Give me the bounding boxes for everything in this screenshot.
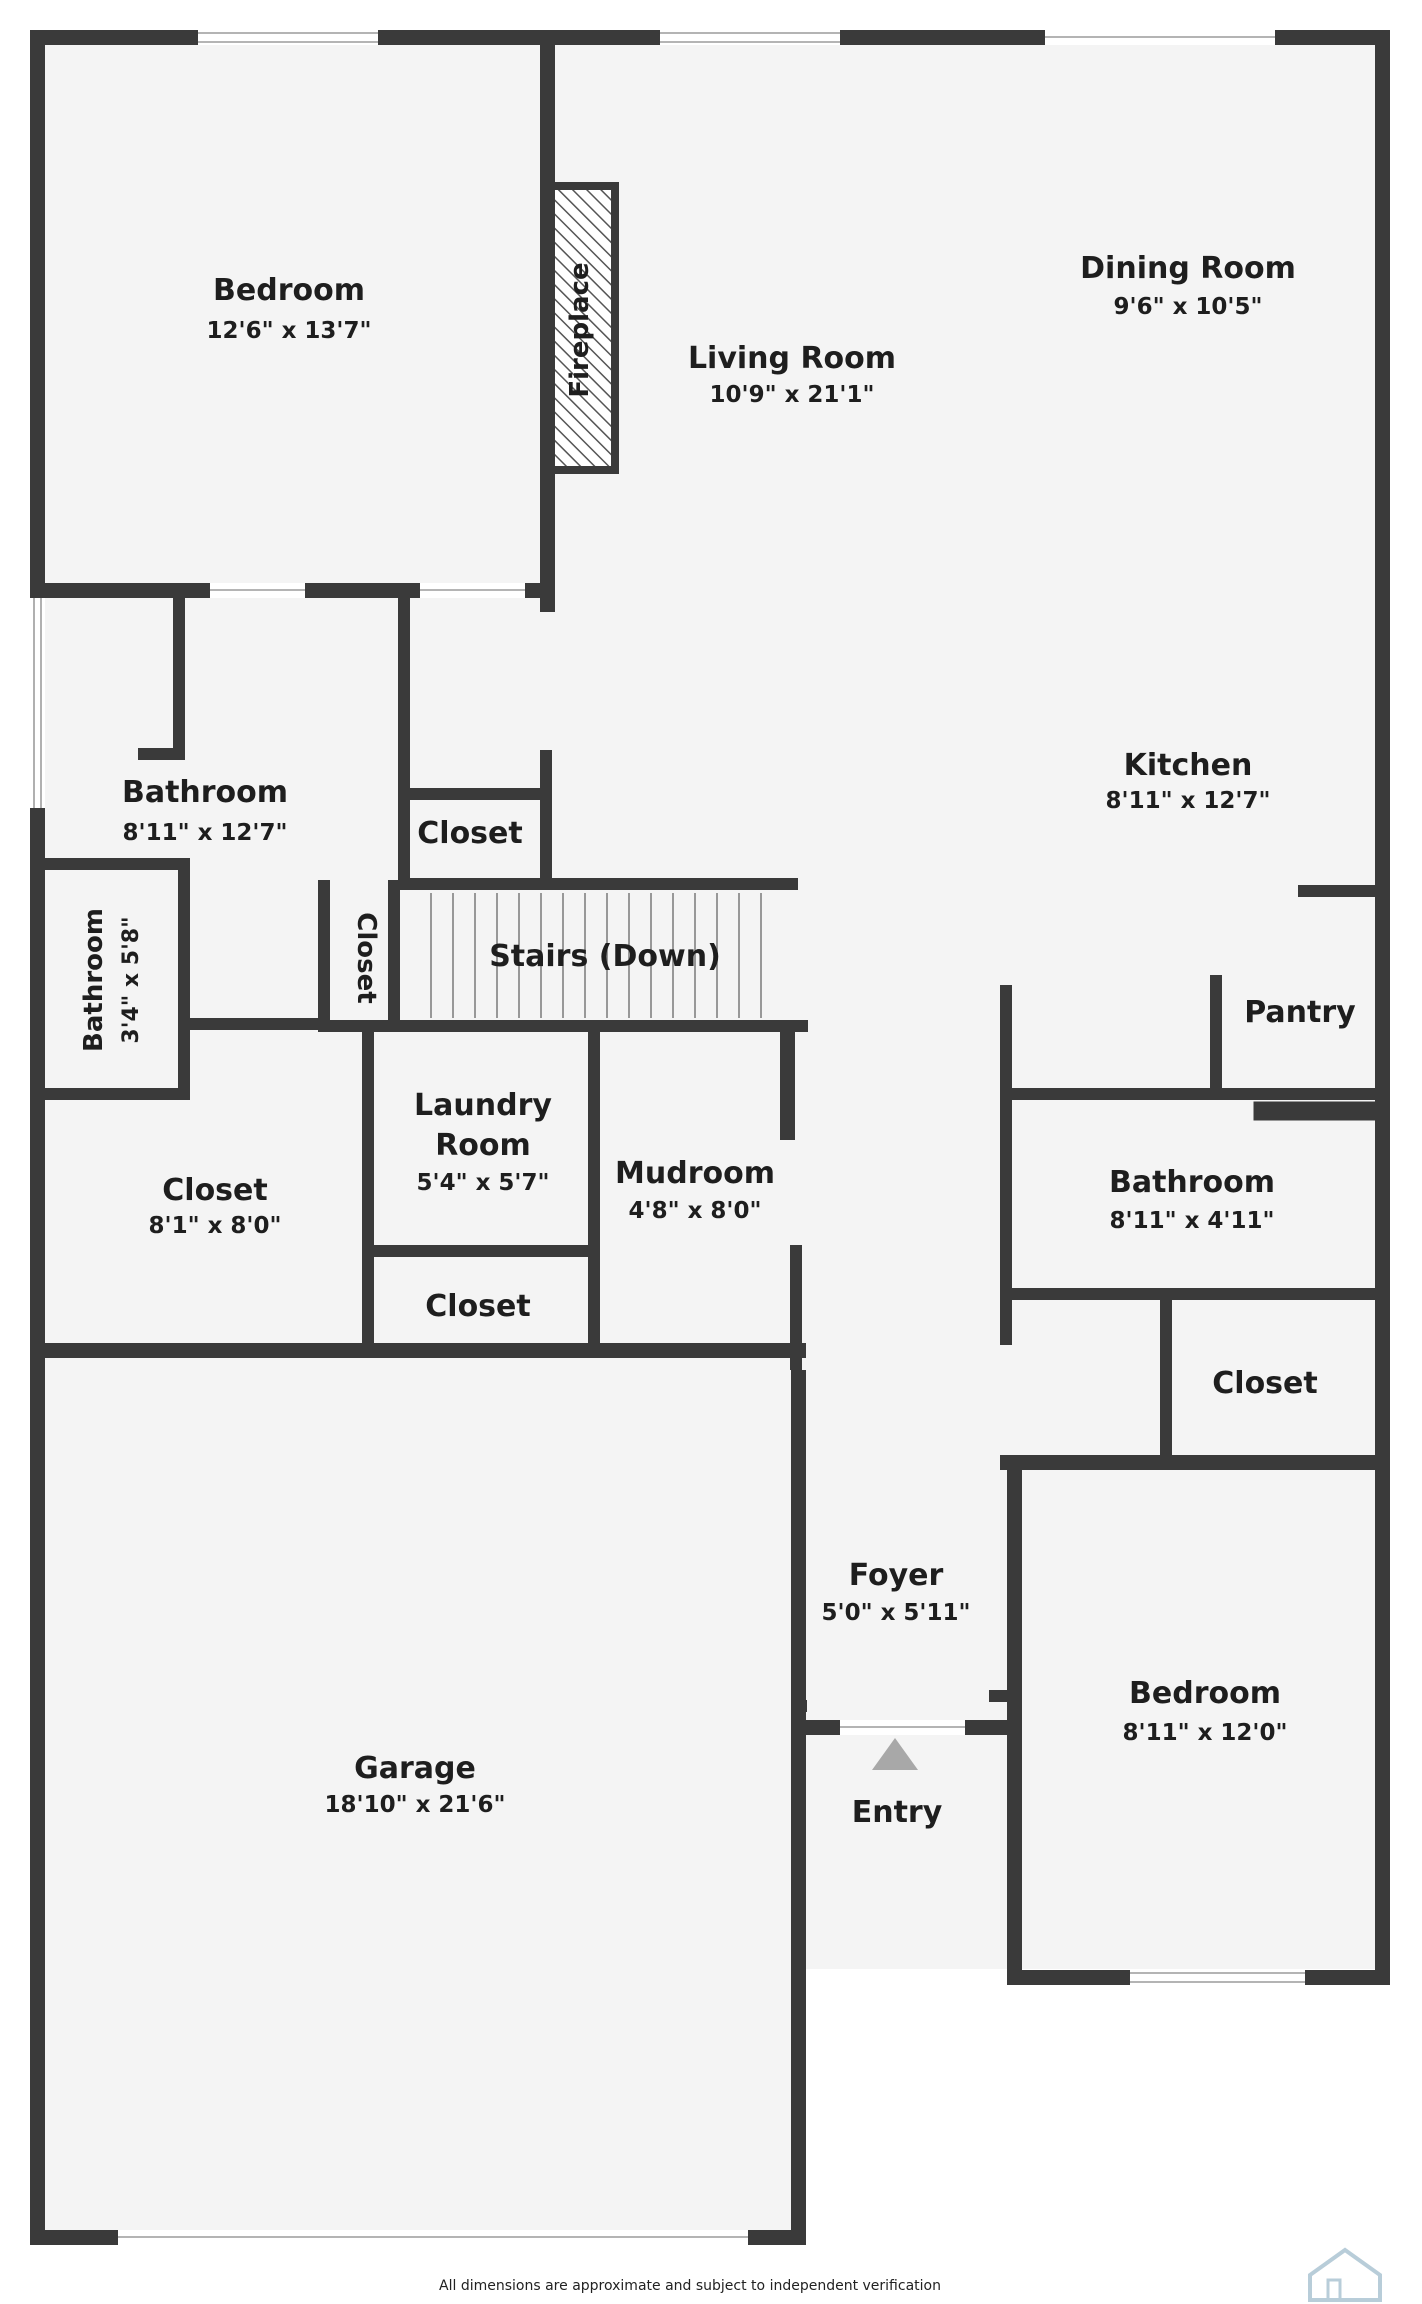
laundry-name-line1: Laundry: [414, 1088, 552, 1123]
closet-hall-name: Closet: [417, 816, 522, 851]
bedroom-nw-dims: 12'6" x 13'7": [207, 318, 372, 344]
living-room-name: Living Room: [688, 341, 896, 376]
bathroom-w-dims: 8'11" x 12'7": [123, 820, 288, 846]
pantry-name: Pantry: [1244, 995, 1356, 1030]
dining-room-dims: 9'6" x 10'5": [1114, 294, 1263, 320]
stairs-treads: [410, 890, 780, 1020]
closet-laundry-name: Closet: [425, 1289, 530, 1324]
bathroom-small-name: Bathroom: [79, 908, 109, 1052]
living-room-dims: 10'9" x 21'1": [710, 382, 875, 408]
entry-arrow-icon: [872, 1738, 918, 1770]
bathroom-w-name: Bathroom: [122, 775, 288, 810]
kitchen-name: Kitchen: [1124, 748, 1253, 783]
garage-dims: 18'10" x 21'6": [325, 1792, 506, 1818]
bedroom-nw-name: Bedroom: [213, 273, 365, 308]
house-logo-icon: [1308, 2247, 1382, 2302]
fireplace-label: Fireplace: [565, 262, 595, 397]
closet-w-name: Closet: [162, 1173, 267, 1208]
bedroom-se-name: Bedroom: [1129, 1676, 1281, 1711]
stairs-name: Stairs (Down): [489, 939, 721, 974]
laundry-name-line2: Room: [435, 1128, 531, 1163]
disclaimer-text: All dimensions are approximate and subje…: [439, 2278, 941, 2294]
floor-areas: [38, 42, 1380, 2230]
closet-e-name: Closet: [1212, 1366, 1317, 1401]
foyer-name: Foyer: [849, 1558, 944, 1593]
foyer-dims: 5'0" x 5'11": [822, 1600, 971, 1626]
closet-vertical-name: Closet: [351, 912, 381, 1003]
mudroom-name: Mudroom: [615, 1156, 775, 1191]
bathroom-e-dims: 8'11" x 4'11": [1110, 1208, 1275, 1234]
garage-name: Garage: [354, 1751, 476, 1786]
bathroom-e-name: Bathroom: [1109, 1165, 1275, 1200]
entry-label: Entry: [852, 1795, 943, 1830]
room-labels: Bedroom 12'6" x 13'7" Fireplace Living R…: [79, 251, 1356, 1830]
windows: [30, 30, 1305, 2245]
closet-w-dims: 8'1" x 8'0": [149, 1213, 282, 1239]
bedroom-se-dims: 8'11" x 12'0": [1123, 1720, 1288, 1746]
bathroom-small-dims: 3'4" x 5'8": [119, 916, 144, 1043]
laundry-dims: 5'4" x 5'7": [417, 1170, 550, 1196]
dining-room-name: Dining Room: [1080, 251, 1296, 286]
mudroom-dims: 4'8" x 8'0": [629, 1198, 762, 1224]
kitchen-dims: 8'11" x 12'7": [1106, 788, 1271, 814]
